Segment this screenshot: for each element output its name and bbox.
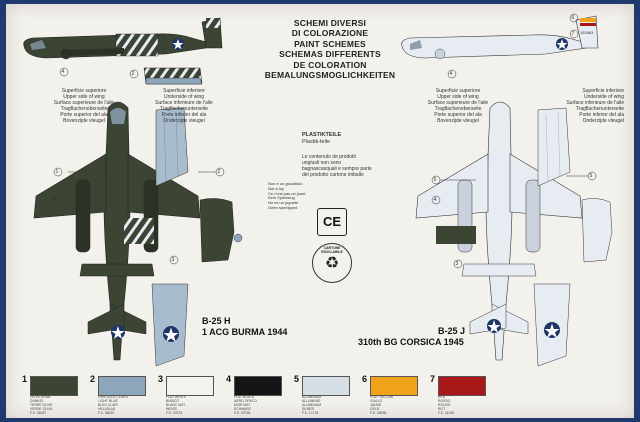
swatch-number: 1 — [22, 374, 28, 384]
note-line: Superficie superiore — [435, 88, 481, 94]
callout-number: 1 — [55, 168, 59, 175]
callout-number: 5 — [589, 172, 593, 179]
left-aircraft-unit: 1 ACG BURMA 1944 — [202, 327, 288, 337]
swatch-number: 7 — [430, 374, 436, 384]
note-line: Surface superieure de l'aile — [427, 100, 489, 106]
callout-number: 2 — [131, 70, 135, 77]
swatch-note: GRIS AZUL CLARO LIGHT BLUE BLEU CLAIR HE… — [98, 395, 129, 415]
right-aircraft-unit: 310th BG CORSICA 1945 — [358, 337, 464, 347]
note-line: Surface superieure de l'aile — [53, 100, 115, 106]
b25h-top-view — [33, 101, 201, 361]
callout-number: 3 — [455, 260, 459, 267]
swatch-note: RED ROSSO ROUGE ROT F.S. 31136 — [438, 395, 454, 415]
callout-number: 6 — [571, 14, 575, 21]
note-line: Upper side of wing — [437, 94, 479, 100]
note-line: Porte superior del ala — [60, 112, 108, 118]
note-line: Onderzijde vleugel — [582, 118, 624, 124]
note-line: Underside of wing — [583, 94, 624, 100]
note-line: Onderzijde vleugel — [163, 118, 205, 124]
note-line: Porte superior del ala — [434, 112, 482, 118]
note-line: Porte inferior del ala — [161, 112, 207, 118]
swatch-number: 5 — [294, 374, 300, 384]
plastic-parts-title: PLASTIKTEILE — [302, 132, 342, 138]
swatch-number: 3 — [158, 374, 164, 384]
aircraft-drawings — [23, 13, 613, 367]
heading-line: BEMALUNGSMOGLICHKEITEN — [264, 70, 396, 81]
callout-number: 5 — [433, 176, 437, 183]
swatch-yellow — [370, 376, 418, 396]
callout-number: 4 — [449, 70, 453, 77]
left-upper-wing-note: Superficie superiore Upper side of wing … — [46, 88, 122, 124]
note-line: Upper side of wing — [63, 94, 105, 100]
left-lower-wing-note: Superficie inferiore Underside of wing S… — [146, 88, 222, 124]
swatch-red — [438, 376, 486, 396]
swatch-aluminium — [302, 376, 350, 396]
swatch-number: 6 — [362, 374, 368, 384]
tail-serial: 151863 — [580, 30, 594, 35]
note-line: Porte inferior del ala — [579, 112, 624, 118]
callout-number: 3 — [171, 256, 175, 263]
note-line: Tragflachenunterseite — [575, 106, 624, 112]
note-line: Underside of wing — [163, 94, 205, 100]
recycle-badge: CARTONE RICICLABILE ♻ — [312, 243, 352, 283]
callout-number: 4 — [61, 68, 65, 75]
note-line: Surface inferieure de l'aile — [566, 100, 624, 106]
callout-number: 4 — [53, 196, 57, 203]
swatch-white — [166, 376, 214, 396]
note-line: Tragflachenoberseite — [60, 106, 108, 112]
swatch-number: 2 — [90, 374, 96, 384]
note-line: Tragflachenoberseite — [434, 106, 482, 112]
swatch-note: OLIVE DRAB DUNKEL TERRE OLIVE VERDE OLIV… — [30, 395, 53, 415]
left-aircraft-model: B-25 H — [202, 316, 231, 326]
note-line: Superficie superiore — [61, 88, 107, 94]
b25h-side-view — [23, 17, 223, 60]
callout-number: 7 — [571, 30, 575, 37]
warning-block: Non e un giocattolo Not a toy Ce n'est p… — [268, 181, 378, 211]
warning-line: Non e un giocattolo — [268, 181, 303, 186]
ce-mark: CE — [317, 208, 347, 236]
swatch-note: FLAT YELLOW GIALLO JAUNE GELB F.S. 33538 — [370, 395, 393, 415]
swatch-note: ALUMINIUM ALLUMINIO ALUMINIUM SILBER F.S… — [302, 395, 322, 415]
recycle-icon: ♻ — [324, 255, 340, 272]
b25j-wing-panels — [533, 107, 613, 367]
heading-line: DE COLORATION — [293, 59, 367, 70]
right-aircraft-model: B-25 J — [438, 326, 466, 336]
note-line: Tragflachenunterseite — [159, 106, 209, 112]
heading-line: DI COLORAZIONE — [291, 28, 369, 39]
plastic-parts-subtitle: Plastik-teile — [302, 139, 331, 145]
warning-line: Geen speelgoed — [268, 204, 298, 210]
b25h-wing-panels — [151, 107, 243, 367]
warning-line: Kein Spielzeug — [268, 195, 295, 201]
heading-line: SCHEMI DIVERSI — [293, 18, 367, 28]
b25j-top-view — [415, 101, 583, 361]
scheme-heading: SCHEMI DIVERSI DI COLORAZIONE PAINT SCHE… — [240, 18, 420, 80]
callout-number: 2 — [217, 168, 221, 175]
swatch-note: FLAT WHITE BIANCO BLANC MAT WEISS F.S. 3… — [166, 395, 186, 415]
right-lower-wing-note: Superficie inferiore Underside of wing S… — [546, 88, 624, 124]
note-line: Superficie inferiore — [163, 88, 205, 94]
swatch-black — [234, 376, 282, 396]
callout-markers — [51, 13, 597, 269]
swatch-note: FLAT BLACK NERO OPACO NOIR MAT SCHWARZ F… — [234, 395, 257, 415]
painting-guide-sheet: SCHEMI DIVERSI DI COLORAZIONE PAINT SCHE… — [6, 4, 634, 418]
note-line: Surface inferieure de l'aile — [155, 100, 213, 106]
warning-line: Not a toy — [268, 185, 285, 191]
swatch-light-blue — [98, 376, 146, 396]
recycle-label: CARTONE RICICLABILE — [321, 246, 343, 254]
note-line: Superficie inferiore — [582, 88, 624, 94]
note-line: Bovenzijde vleugel — [63, 118, 105, 124]
plastic-parts-paragraph: Le contenuto de prodotti ungiusti non so… — [302, 154, 372, 178]
note-line: Bovenzijde vleugel — [437, 118, 479, 124]
callout-number: 4 — [433, 196, 437, 203]
swatch-olive-drab — [30, 376, 78, 396]
right-upper-wing-note: Superficie superiore Upper side of wing … — [420, 88, 496, 124]
b25h-tail-detail — [143, 67, 203, 85]
heading-line: SCHEMAS DIFFERENTS — [279, 49, 381, 60]
heading-line: PAINT SCHEMES — [294, 38, 366, 49]
warning-line: Ce n'est pas un jouet — [268, 190, 306, 196]
swatch-number: 4 — [226, 374, 232, 384]
warning-line: No es un juguete — [268, 200, 299, 206]
b25j-side-view — [401, 15, 599, 60]
